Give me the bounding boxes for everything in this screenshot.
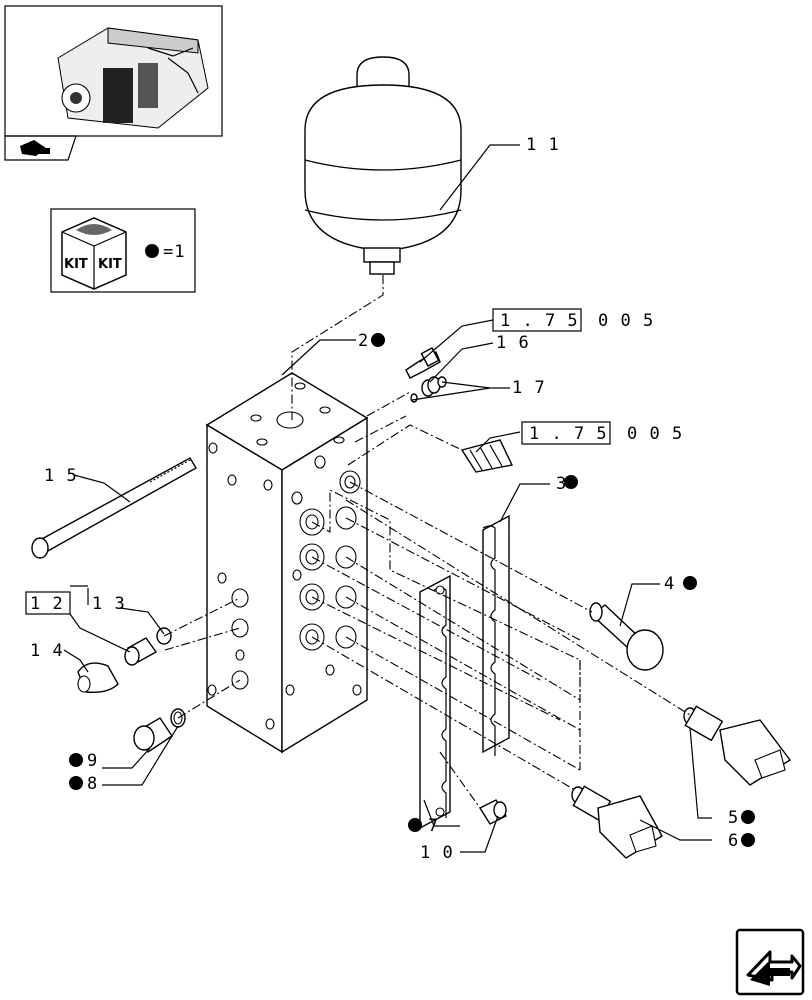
kit-box-icon: KIT KIT [61, 217, 127, 290]
callout-15: 1 5 [44, 466, 78, 486]
svg-text:KIT: KIT [64, 257, 88, 272]
check-valve-4-part [589, 602, 664, 671]
callout-4: 4 [664, 574, 675, 594]
arrow-tab-icon [20, 140, 50, 156]
assembly-lines [163, 275, 691, 809]
callout-5: 5 [728, 808, 739, 828]
callout-10: 1 0 [420, 843, 454, 863]
callout-14: 1 4 [30, 641, 64, 661]
right-face-ports [285, 455, 362, 696]
callout-2: 2 [358, 331, 369, 351]
long-bolt-part [31, 457, 197, 559]
callout-7: 7 [428, 816, 439, 836]
reference-1-75-bottom[interactable]: 1 . 7 5 0 0 5 [521, 421, 683, 445]
elbow-14-part [77, 662, 119, 694]
callout-3: 3 [556, 474, 567, 494]
valve-block [205, 372, 369, 754]
kit-equation: =1 [163, 242, 185, 262]
callout-13: 1 3 [92, 594, 126, 614]
callout-9: 9 [87, 751, 98, 771]
gasket-3 [482, 514, 510, 756]
accumulator-part [304, 56, 462, 275]
leader-lines [63, 144, 712, 853]
kit-legend: KIT KIT =1 [50, 208, 196, 293]
screw-10-part [478, 799, 508, 825]
callout-8: 8 [87, 774, 98, 794]
svg-text:1 . 7 5: 1 . 7 5 [529, 424, 608, 444]
svg-text:1 . 7 5: 1 . 7 5 [500, 311, 579, 331]
kit-bullet [371, 333, 385, 347]
callout-labels: 1 1 2 1 6 1 7 3 4 5 6 7 1 0 1 5 1 2 1 3 … [25, 135, 755, 863]
pressure-sensor-part [460, 439, 514, 473]
callout-6: 6 [728, 831, 739, 851]
gasket-7 [419, 574, 451, 830]
reference-1-75-top[interactable]: 1 . 7 5 0 0 5 [492, 308, 654, 332]
transmission-thumbnail-icon[interactable] [4, 5, 223, 161]
temperature-sensor-part [405, 347, 441, 379]
next-page-arrow-icon[interactable] [735, 928, 805, 996]
svg-text:0 0 5: 0 0 5 [627, 424, 683, 444]
callout-11: 1 1 [526, 135, 560, 155]
fitting-16-part [410, 376, 447, 403]
callout-16: 1 6 [496, 333, 530, 353]
solenoid-5-part [683, 705, 792, 786]
callout-17: 1 7 [512, 378, 546, 398]
plug-9-part [133, 717, 173, 753]
svg-text:KIT: KIT [98, 257, 122, 272]
svg-text:0 0 5: 0 0 5 [598, 311, 654, 331]
callout-12: 1 2 [30, 594, 64, 614]
solenoid-6-part [571, 785, 663, 859]
